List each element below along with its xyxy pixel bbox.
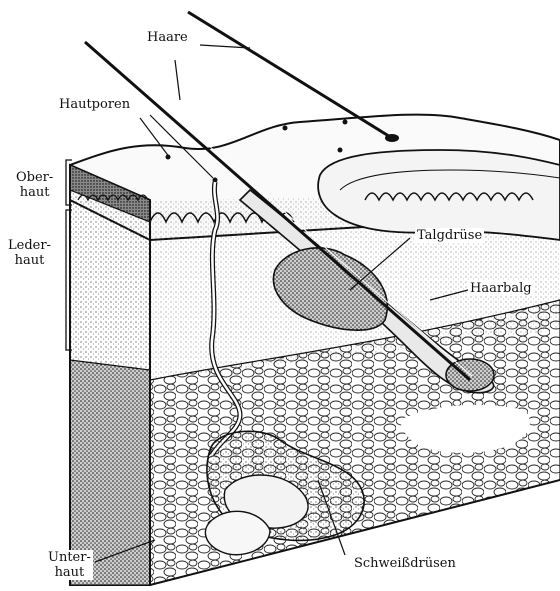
label-haarbalg: Haarbalg [468, 281, 534, 296]
pore-dot [343, 120, 348, 125]
label-lederhaut: Leder- haut [6, 238, 53, 268]
label-lederhaut-line1: Leder- [8, 238, 51, 253]
label-unterhaut-line2: haut [48, 565, 91, 580]
label-unterhaut: Unter- haut [46, 550, 93, 580]
label-oberhaut-line1: Ober- [16, 170, 53, 185]
label-lederhaut-line2: haut [8, 253, 51, 268]
label-oberhaut-line2: haut [16, 185, 53, 200]
label-oberhaut: Ober- haut [14, 170, 55, 200]
label-haare: Haare [145, 30, 190, 45]
label-schweissdruesen: Schweißdrüsen [352, 556, 458, 571]
leader-haare-2 [175, 60, 180, 100]
hair-shaft-2 [188, 12, 392, 138]
pore-dot [338, 148, 343, 153]
label-unterhaut-line1: Unter- [48, 550, 91, 565]
label-talgdruese: Talgdrüse [415, 228, 484, 243]
pore-dot [283, 126, 288, 131]
hair-2-pore [385, 134, 399, 142]
label-hautporen: Hautporen [57, 97, 132, 112]
